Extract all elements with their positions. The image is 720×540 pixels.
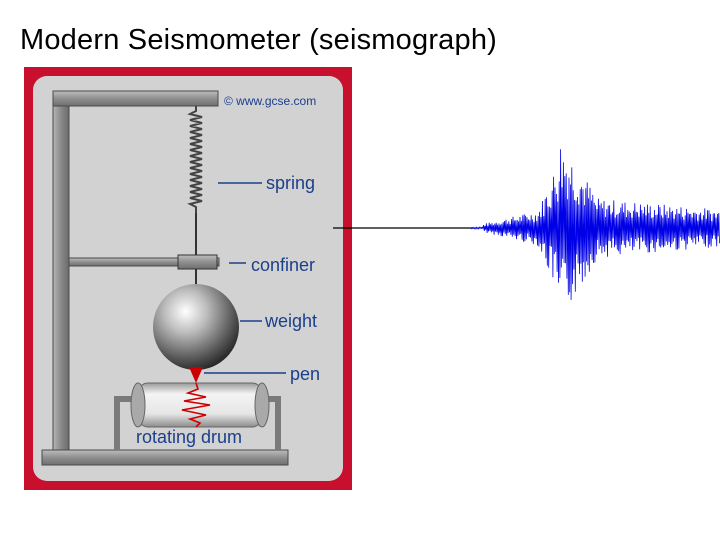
- label-pen: pen: [290, 364, 320, 384]
- drum-support-left: [114, 396, 132, 450]
- drum-end-right: [254, 382, 270, 428]
- copyright-text: © www.gcse.com: [224, 94, 316, 108]
- slide-title: Modern Seismometer (seismograph): [20, 24, 498, 56]
- drum-end-left: [130, 382, 146, 428]
- label-confiner: confiner: [251, 255, 315, 275]
- spring: [187, 106, 203, 213]
- stand-post: [52, 90, 70, 452]
- diagram-panel: [33, 76, 343, 481]
- weight-ball: [153, 284, 239, 370]
- stand-base: [41, 449, 289, 466]
- drum-trace: [181, 382, 211, 428]
- label-weight: weight: [264, 311, 317, 331]
- middle-arm: [68, 257, 220, 267]
- seismometer-diagram: © www.gcse.com spring confiner weight pe…: [24, 67, 352, 490]
- top-arm: [52, 90, 219, 107]
- pen-tip: [189, 367, 203, 383]
- seismogram-waveform: [470, 149, 720, 300]
- seismogram-trace: [333, 149, 720, 300]
- label-rotating-drum: rotating drum: [136, 427, 242, 447]
- rotating-drum: [137, 382, 263, 428]
- confiner: [177, 254, 218, 270]
- label-spring: spring: [266, 173, 315, 193]
